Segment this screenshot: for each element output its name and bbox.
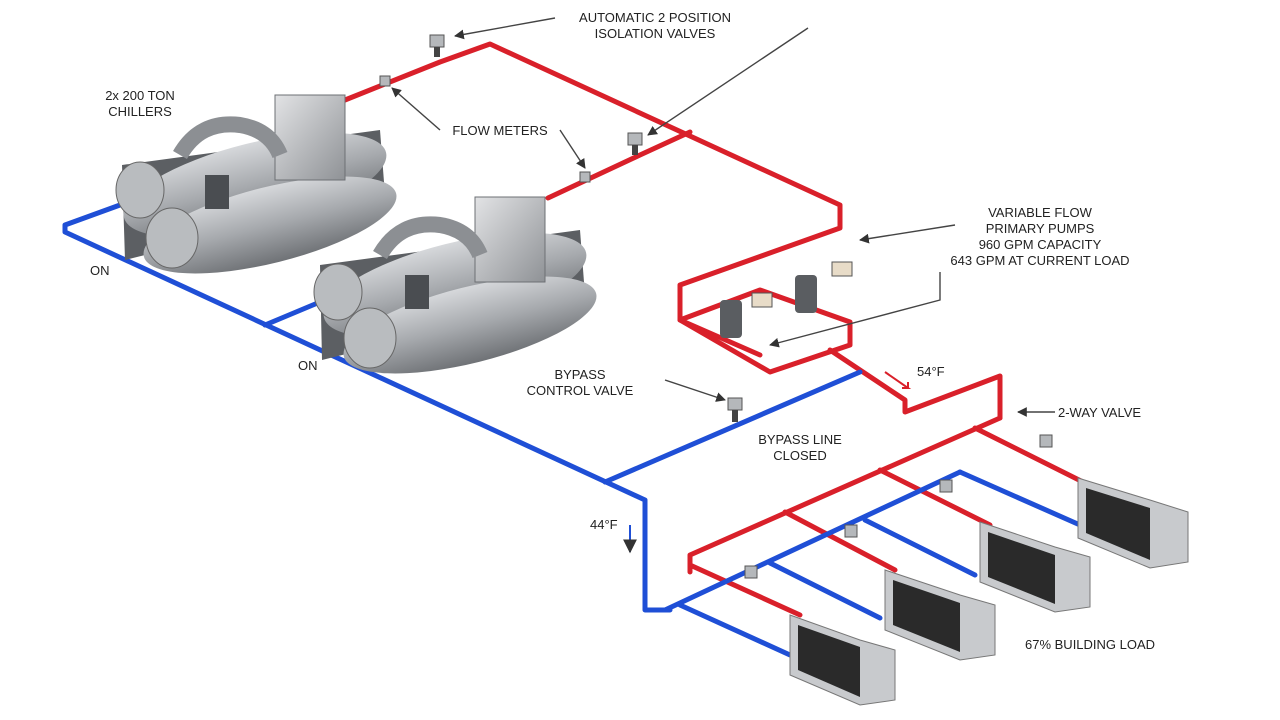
chiller-2 [313,196,597,374]
building-load-text: 67% BUILDING LOAD [1025,637,1156,652]
flow-meters-label: FLOW METERS [440,123,560,139]
red-piping [342,41,1088,618]
chiller2-status-text: ON [298,358,318,373]
chiller2-status-label: ON [298,358,318,374]
isolation-valve-2-icon [627,132,643,155]
chiller1-status-text: ON [90,263,110,278]
flow-meters-label-text: FLOW METERS [452,123,548,138]
blue-bypass [602,369,863,485]
bypass-valve-label-line1: BYPASS [554,367,606,382]
isolation-valves-label-line1: AUTOMATIC 2 POSITION [579,10,731,25]
red-branch-3 [877,467,993,528]
bypass-valve-label-line2: CONTROL VALVE [526,383,634,398]
blue-branch-2 [767,560,883,621]
pumps-label-line3: 960 GPM CAPACITY [978,237,1102,252]
supply-temp-label: 54°F [917,364,945,380]
bypass-valve-label: BYPASS CONTROL VALVE [505,367,655,399]
coil-4 [1077,477,1189,569]
pump-2-icon [795,261,853,313]
coil-1 [789,614,896,706]
leader-pump-2 [859,224,956,244]
two-way-valve-4-icon [1039,434,1053,448]
bypass-line-label-line1: BYPASS LINE [758,432,842,447]
pumps-label-line1: VARIABLE FLOW [988,205,1092,220]
leader-bypass-valve [664,379,726,402]
return-temp-text: 44°F [590,517,618,532]
isolation-valves-label-line2: ISOLATION VALVES [594,26,716,41]
pumps-label-line4: 643 GPM AT CURRENT LOAD [950,253,1130,268]
red-branch-1 [687,562,803,618]
chillers-label-line2: CHILLERS [108,104,172,119]
two-way-valve-text: 2-WAY VALVE [1058,405,1142,420]
two-way-valve-label: 2-WAY VALVE [1058,405,1141,421]
flow-meter-2-icon [579,171,591,183]
red-branch-2 [782,509,898,573]
two-way-valve-1-icon [744,565,758,579]
leader-iso-valve-2 [647,27,809,136]
chillers-label: 2x 200 TON CHILLERS [85,88,195,120]
two-way-valve-2-icon [844,524,858,538]
pumps-label-line2: PRIMARY PUMPS [985,221,1095,236]
isolation-valves-label: AUTOMATIC 2 POSITION ISOLATION VALVES [545,10,765,42]
building-load-label: 67% BUILDING LOAD [1025,637,1155,653]
bypass-valve-icon [727,397,743,422]
blue-branch-1 [677,602,793,658]
blue-branch-3 [862,517,978,578]
bypass-line-label-line2: CLOSED [773,448,827,463]
blue-branch-4 [957,469,1083,528]
red-branch-4 [972,425,1088,486]
flow-meter-1-icon [379,75,391,87]
isolation-valve-1-icon [429,34,445,57]
chiller-1 [115,94,397,274]
leader-pump-1 [769,272,941,348]
two-way-valve-3-icon [939,479,953,493]
flow-arrows [623,371,912,554]
pumps-label: VARIABLE FLOW PRIMARY PUMPS 960 GPM CAPA… [915,205,1165,269]
blue-piping [62,202,1083,658]
supply-temp-text: 54°F [917,364,945,379]
chillers-label-line1: 2x 200 TON [105,88,175,103]
red-pipe-to-load [827,347,1003,421]
supply-flow-arrow [884,371,912,389]
red-pipe-chiller2 [545,129,693,201]
leader-lines [391,17,1055,417]
leader-flow-meter-1 [391,87,441,131]
chiller1-status-label: ON [90,263,110,279]
red-pipe-chiller1 [342,41,843,358]
return-temp-label: 44°F [590,517,618,533]
coil-2 [884,569,996,661]
leader-flow-meter-2 [559,129,586,169]
coil-3 [979,521,1091,613]
blue-header [662,469,963,613]
red-pipe-pump-loop [677,287,853,375]
pump-1-icon [720,292,773,338]
leader-iso-valve-1 [454,17,556,40]
two-way-valves [744,434,1053,579]
bypass-line-label: BYPASS LINE CLOSED [745,432,855,464]
blue-pipe-chiller2 [262,299,323,328]
